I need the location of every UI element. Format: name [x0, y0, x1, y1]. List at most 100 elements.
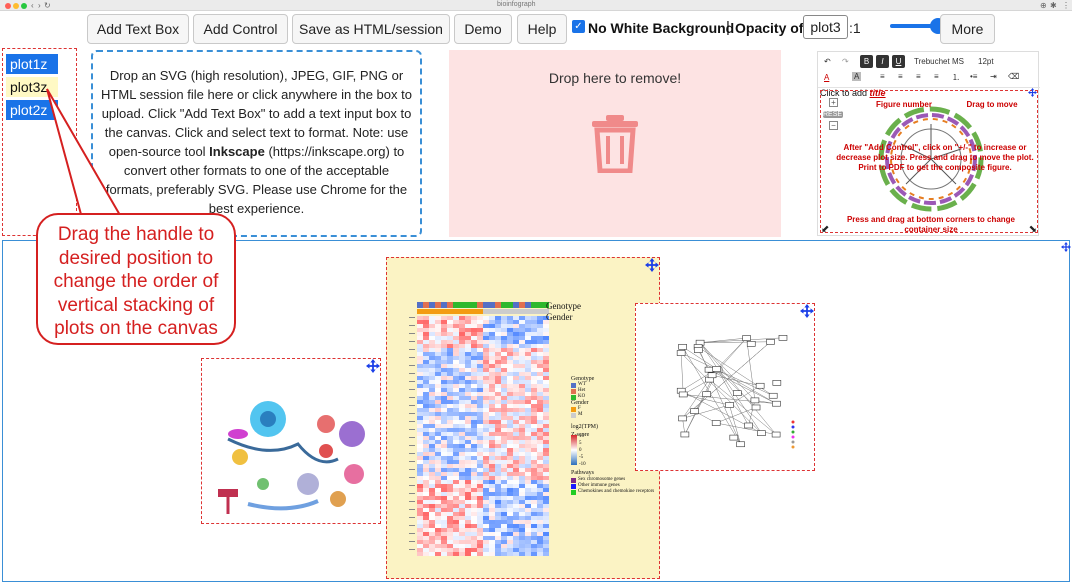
canvas-move-handle-icon[interactable] [1061, 241, 1071, 253]
no-white-background-label: No White Background [588, 20, 735, 36]
font-color-icon[interactable]: A [824, 73, 830, 82]
click-to-add-label: Click to add [820, 88, 868, 98]
plot3-heatmap[interactable]: Genotype Gender Genotype Gender log2(TPM… [386, 257, 660, 579]
scale-tick-0: 0 [579, 448, 582, 453]
move-handle-icon[interactable] [1028, 88, 1037, 97]
side-gender-title: Gender [571, 400, 589, 406]
zoom-icon[interactable]: ⊕ [1040, 1, 1047, 10]
bullet-list-icon[interactable]: •≡ [970, 72, 978, 81]
numbered-list-icon[interactable]: ⒈ [952, 73, 960, 82]
title-word: title [869, 88, 886, 98]
side-genotype-title: Genotype [571, 376, 595, 382]
italic-icon[interactable]: I [876, 55, 889, 68]
reset-button[interactable]: RESET [823, 111, 847, 118]
demo-button[interactable]: Demo [454, 14, 512, 44]
genotype-item-wt: WT [578, 382, 586, 387]
highlight-icon[interactable]: A [852, 72, 862, 81]
pathways-title: Pathways [571, 470, 594, 476]
pathway-item-immune: Other immune genes [578, 483, 620, 488]
font-size-select[interactable]: 12pt [978, 57, 994, 66]
plot3-move-handle-icon[interactable] [645, 258, 659, 272]
back-icon[interactable]: ‹ [31, 1, 34, 10]
inkscape-label: Inkscape [209, 144, 265, 159]
plot1-move-handle-icon[interactable] [366, 359, 380, 373]
scale-tick-neg10: -10 [579, 462, 586, 467]
scale-tick-10: 10 [579, 434, 584, 439]
gender-legend-title: Gender [546, 312, 573, 322]
opacity-label: Opacity of [735, 20, 804, 36]
side-scale-subtitle: Z-score [571, 432, 590, 438]
reload-icon[interactable]: ↻ [44, 1, 51, 10]
stack-item-plot2z[interactable]: plot2z [6, 100, 58, 120]
composite-canvas[interactable]: Genotype Gender Genotype Gender log2(TPM… [2, 240, 1071, 582]
add-text-box-button[interactable]: Add Text Box [87, 14, 189, 44]
drag-to-move-annotation: Drag to move [966, 100, 1018, 109]
click-to-add-title[interactable]: Click to add title [820, 88, 886, 98]
side-scale-title: log2(TPM) [571, 424, 598, 430]
align-left-icon[interactable]: ≡ [880, 72, 885, 81]
genotype-item-ko: KO [578, 394, 586, 399]
plot2-network-diagram[interactable] [635, 303, 815, 471]
address-bar[interactable]: bioinfograph [497, 1, 536, 8]
underline-icon[interactable]: U [892, 55, 905, 68]
align-right-icon[interactable]: ≡ [916, 72, 921, 81]
minimize-window-icon[interactable] [13, 3, 19, 9]
save-html-session-button[interactable]: Save as HTML/session [292, 14, 450, 44]
trash-icon [592, 115, 638, 173]
resize-corner-right-icon[interactable]: ⬊ [1028, 224, 1037, 235]
figure-number-annotation: Figure number [875, 100, 932, 109]
pathway-item-sex-chromosome: Sex chromosome genes [578, 477, 626, 482]
remove-zone-label: Drop here to remove! [548, 70, 682, 86]
scale-tick-5: 5 [579, 441, 582, 446]
pathway-network-thumbnail [676, 335, 795, 449]
redo-icon[interactable]: ↷ [842, 57, 849, 66]
plot1-pathway-illustration[interactable] [201, 358, 381, 524]
font-select[interactable]: Trebuchet MS [914, 57, 964, 66]
drop-zone-instructions-tail: (https://inkscape.org) to convert other … [105, 144, 408, 216]
scale-tick-neg5: -5 [579, 455, 584, 460]
gender-item-f: F [578, 406, 581, 411]
heatmap-side-legend [571, 383, 577, 495]
stack-item-plot3z[interactable]: plot3z [6, 77, 58, 97]
browser-menu-icon[interactable]: ⋮ [1062, 1, 1070, 10]
plot2-move-handle-icon[interactable] [800, 304, 814, 318]
genotype-item-het: Het [578, 388, 586, 393]
plot-stacking-list: plot1z plot3z plot2z [2, 48, 77, 236]
preview-plot-container: Figure number Drag to move RESET + − Aft… [820, 88, 1038, 235]
maximize-window-icon[interactable] [21, 3, 27, 9]
more-button[interactable]: More [940, 14, 995, 44]
bold-icon[interactable]: B [860, 55, 873, 68]
clear-format-icon[interactable]: ⌫ [1008, 72, 1020, 81]
indent-icon[interactable]: ⇥ [990, 72, 997, 81]
expression-heatmap [409, 302, 549, 556]
stacking-order-callout: Drag the handle to desired position to c… [36, 213, 236, 345]
genotype-legend-title: Genotype [546, 301, 581, 311]
undo-icon[interactable]: ↶ [824, 57, 831, 66]
minus-icon[interactable]: − [829, 121, 838, 130]
help-button[interactable]: Help [517, 14, 567, 44]
no-white-background-checkbox[interactable]: ✓ [572, 20, 585, 33]
stack-item-plot1z[interactable]: plot1z [6, 54, 58, 74]
opacity-slider[interactable] [890, 18, 946, 34]
add-control-note: After "Add Control", click on "+/-" to i… [836, 143, 1034, 172]
pathway-item-chemokines: Chemokines and chemokine receptors [578, 489, 655, 494]
add-control-button[interactable]: Add Control [193, 14, 288, 44]
plus-icon[interactable]: + [829, 98, 838, 107]
circular-tree-thumbnail [878, 106, 984, 212]
extensions-icon[interactable]: ✱ [1050, 1, 1057, 10]
corner-resize-note: Press and drag at bottom corners to chan… [846, 215, 1016, 234]
drop-zone-instructions: Drop an SVG (high resolution), JPEG, GIF… [101, 68, 412, 159]
browser-titlebar: ‹ › ↻ bioinfograph ⊕ ✱ ⋮ [0, 0, 1072, 11]
file-upload-drop-zone[interactable]: Drop an SVG (high resolution), JPEG, GIF… [91, 50, 422, 237]
forward-icon[interactable]: › [38, 1, 41, 10]
close-window-icon[interactable] [5, 3, 11, 9]
remove-drop-zone[interactable]: Drop here to remove! [449, 50, 781, 237]
cell-signaling-illustration [218, 401, 365, 514]
justify-icon[interactable]: ≡ [934, 72, 939, 81]
align-center-icon[interactable]: ≡ [898, 72, 903, 81]
demo-preview-panel: ↶ ↷ B I U Trebuchet MS 12pt A A ≡ ≡ ≡ ≡ … [817, 51, 1040, 236]
gender-item-m: M [578, 412, 583, 417]
resize-corner-left-icon[interactable]: ⬋ [821, 224, 830, 235]
text-format-toolbar: ↶ ↷ B I U Trebuchet MS 12pt A A ≡ ≡ ≡ ≡ … [818, 52, 1040, 88]
opacity-plot-input[interactable]: plot3 [803, 15, 848, 39]
